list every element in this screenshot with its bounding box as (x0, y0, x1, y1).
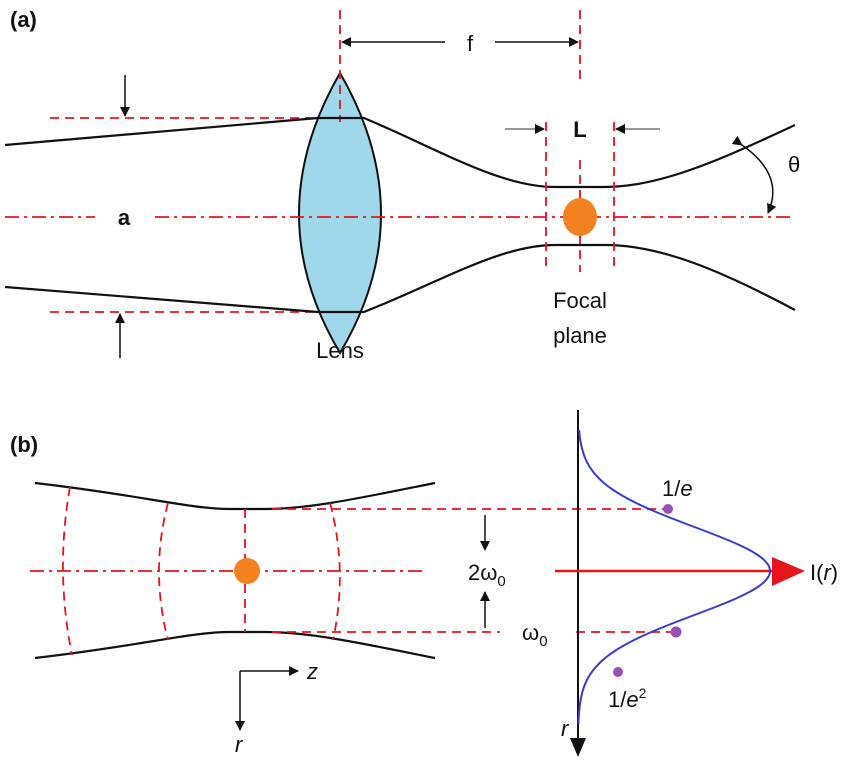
panel-b-label: (b) (10, 432, 38, 457)
divergence-angle-label: θ (788, 152, 800, 177)
gaussian-profile-curve (577, 429, 771, 724)
panel-a-label: (a) (10, 7, 37, 32)
one-over-e2-label: 1/e2 (608, 685, 647, 712)
profile-r-axis-arrowhead (570, 738, 586, 757)
beam-lower-edge (4, 243, 796, 314)
waist-upper-edge (34, 481, 436, 511)
depth-label: L (573, 117, 586, 142)
r-axis-label: r (235, 732, 244, 757)
waist-diameter-label: 2ω0 (468, 560, 506, 590)
focal-length-label: f (467, 31, 474, 56)
one-over-e2-marker (613, 667, 623, 677)
lens (298, 70, 382, 355)
panel-b: (b) 2ω0 ω0 r I(r) 1/e 1/e2 (10, 410, 838, 757)
profile-axis-label: r (561, 716, 570, 741)
intensity-axis-arrowhead (772, 557, 805, 586)
waist-lower-edge (34, 630, 436, 660)
z-axis-label: z (306, 659, 318, 684)
focal-plane-label-line2: plane (553, 323, 607, 348)
wavefront (158, 502, 169, 641)
lens-label: Lens (316, 338, 364, 363)
wavefront (329, 502, 341, 641)
waist-radius-label: ω0 (522, 620, 548, 650)
divergence-angle-arc (731, 135, 777, 214)
intensity-label: I(r) (810, 560, 838, 585)
focus-spot (563, 198, 597, 236)
panel-a: (a) f a L θ Lens Focal (4, 7, 800, 363)
waist-spot (234, 558, 260, 584)
one-over-e-marker (663, 504, 673, 514)
aperture-label: a (118, 205, 131, 230)
beam-upper-edge (4, 116, 796, 189)
waist-radius-marker (670, 626, 682, 638)
focal-plane-label-line1: Focal (553, 288, 607, 313)
one-over-e-label: 1/e (662, 476, 693, 501)
wavefront (62, 486, 73, 656)
